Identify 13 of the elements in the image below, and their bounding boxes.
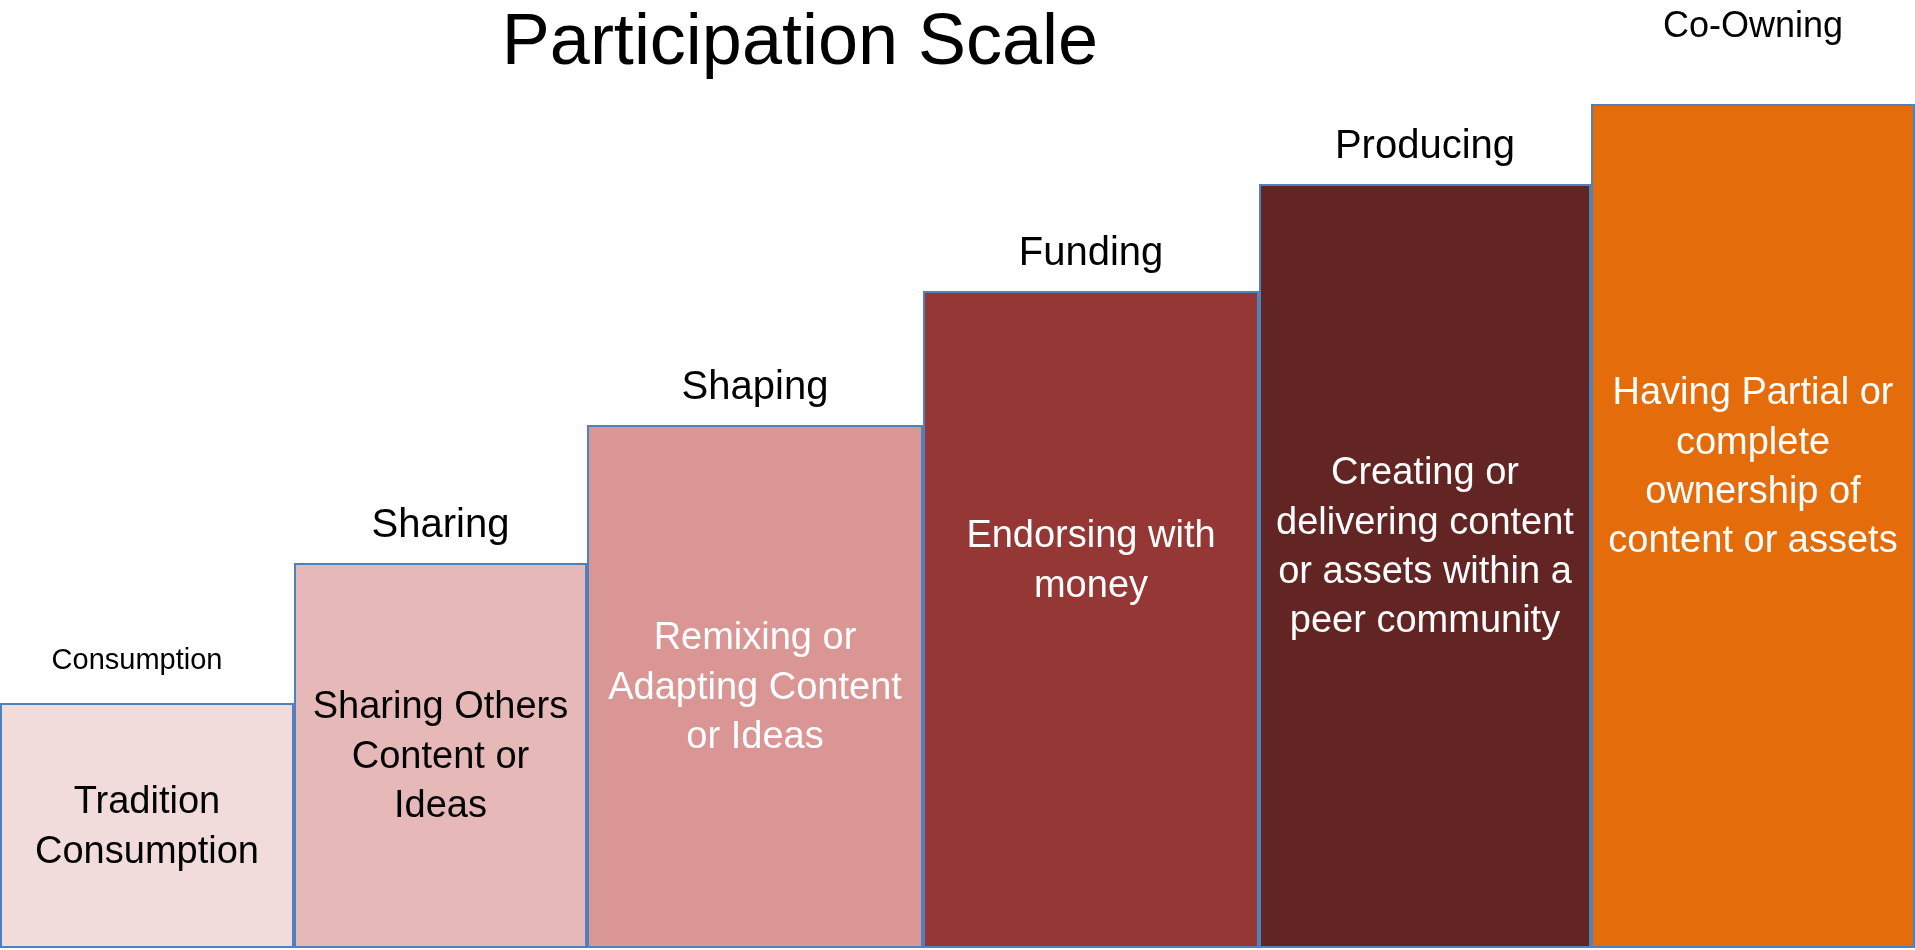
step-description: Creating or delivering content or assets within a peer community — [1275, 449, 1575, 643]
step-description: Sharing Others Content or Ideas — [311, 683, 570, 828]
step-heading: Co-Owning — [1661, 4, 1845, 46]
step-heading: Producing — [1333, 122, 1517, 167]
step-description: Remixing or Adapting Content or Ideas — [607, 614, 903, 759]
step-description: Having Partial or complete ownership of content or assets — [1607, 369, 1899, 563]
step-description: Tradition Consumption — [34, 778, 260, 873]
title: Participation Scale — [500, 0, 1100, 80]
step-heading: Funding — [1017, 229, 1165, 274]
step-description: Endorsing with money — [965, 512, 1217, 607]
step-heading: Consumption — [50, 643, 224, 676]
step-heading: Shaping — [680, 363, 830, 408]
step-heading: Sharing — [370, 501, 511, 546]
